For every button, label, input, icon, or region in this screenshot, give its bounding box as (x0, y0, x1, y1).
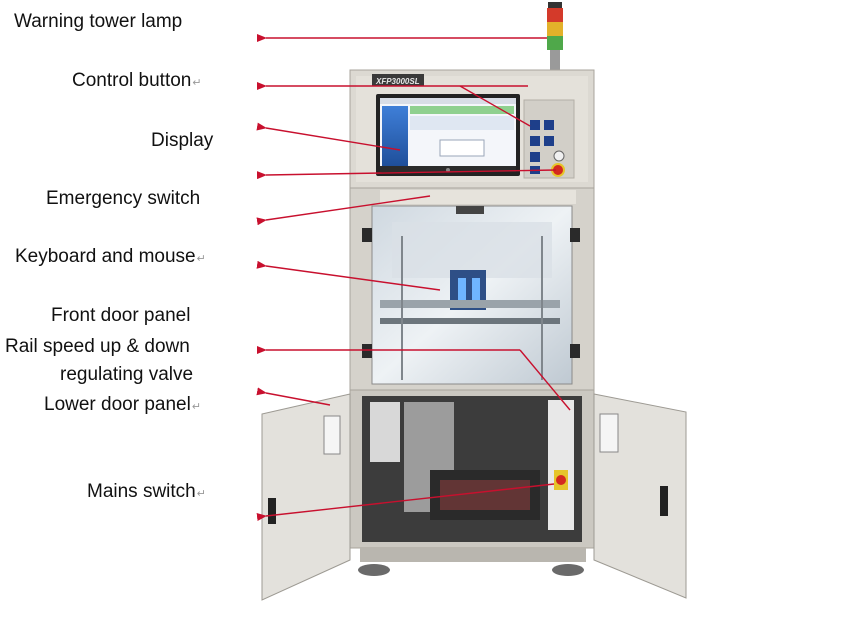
lower-cabinet (349, 389, 595, 576)
front-door-panel (349, 187, 595, 391)
lower-door-right (593, 393, 687, 599)
label-warning-tower-lamp: Warning tower lamp (14, 11, 183, 32)
label-rail-speed-line1: Rail speed up & down (5, 336, 190, 357)
label-emergency-switch: Emergency switch (46, 188, 201, 209)
label-mains-switch: Mains switch↵ (87, 481, 206, 502)
arrow-mains-switch (256, 483, 555, 521)
warning-tower-lamp (547, 2, 563, 70)
control-button-panel (523, 99, 575, 179)
label-display: Display (151, 130, 214, 151)
label-lower-door-panel: Lower door panel↵ (44, 394, 202, 415)
arrow-keyboard-mouse (256, 195, 431, 226)
callout-arrows (256, 34, 571, 521)
arrow-display (256, 122, 401, 151)
display (376, 94, 520, 176)
label-rail-speed-line2: regulating valve (60, 364, 194, 385)
arrow-front-door-panel (256, 260, 441, 291)
label-control-button: Control button↵ (72, 70, 202, 91)
arrow-rail-speed-link (519, 349, 571, 411)
arrow-control-button-link (459, 85, 531, 127)
arrow-lower-door-panel (256, 387, 331, 406)
model-plate: XFP3000SL (375, 77, 420, 86)
lower-door-left (261, 393, 351, 601)
arrow-emergency-switch (256, 169, 557, 180)
label-keyboard-and-mouse: Keyboard and mouse↵ (15, 246, 206, 267)
label-front-door-panel: Front door panel (51, 305, 191, 326)
